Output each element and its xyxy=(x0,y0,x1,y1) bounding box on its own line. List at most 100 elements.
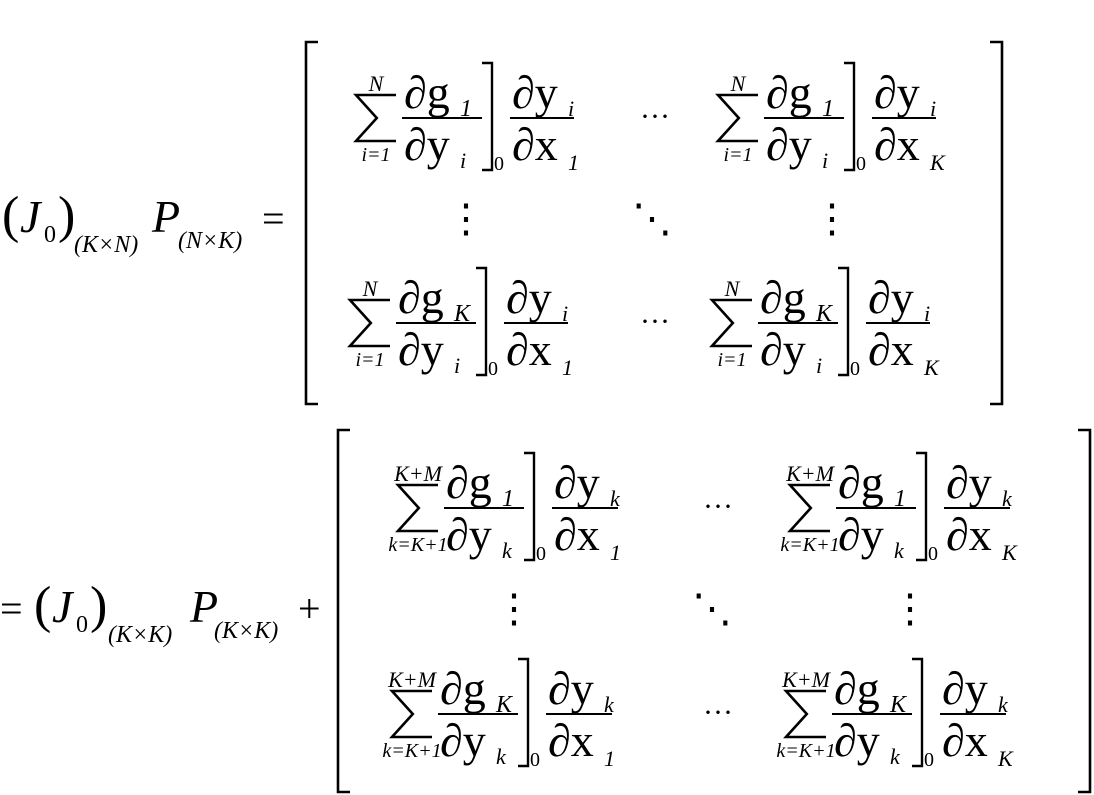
m2-r2c2-num: ∂g xyxy=(834,663,880,714)
m1-r2c2-num-sub: K xyxy=(815,301,834,327)
m1-r1c2-den: ∂y xyxy=(766,119,812,170)
m1-r1c1-rden-sub: 1 xyxy=(568,150,579,175)
m2-r1c2-sum-upper: K+M xyxy=(785,461,836,486)
m1-r1c2-num: ∂g xyxy=(766,67,812,118)
m1-r1c1-rnum-sub: i xyxy=(568,96,574,121)
m1-r2c2-num: ∂g xyxy=(760,272,806,323)
m1-r1c1-num: ∂g xyxy=(404,67,450,118)
m1-r2c1-rnum: ∂y xyxy=(506,272,552,323)
m2-r1c2-rden-sub: K xyxy=(1001,540,1018,565)
m1-r2c2-rden: ∂x xyxy=(868,324,914,375)
m1-vdots-left: ⋮ xyxy=(446,196,486,241)
m2-r1c2-rden: ∂x xyxy=(946,509,992,560)
m2-r2c2-eval-zero: 0 xyxy=(924,749,934,771)
m2-vdots-right: ⋮ xyxy=(890,586,930,631)
m1-r2c2-sum-upper: N xyxy=(724,276,741,301)
m2-r2c1-num: ∂g xyxy=(440,663,486,714)
lhs1-J-sub: 0 xyxy=(44,222,56,248)
lhs2-dim2: (K×K) xyxy=(214,618,278,644)
m1-r1c1-rnum: ∂y xyxy=(512,67,558,118)
m1-r1c1-sigma-icon xyxy=(353,93,396,143)
m2-r1c1-den-sub: k xyxy=(502,538,513,563)
lhs2-J-sub: 0 xyxy=(76,612,88,638)
lhs1-rparen: ) xyxy=(58,187,75,244)
m2-r1c2-rnum-sub: k xyxy=(1002,486,1013,511)
matrix2-right-bracket xyxy=(1078,428,1092,794)
m1-r2c2-den-sub: i xyxy=(816,353,822,378)
m2-r2-hdots: ··· xyxy=(703,696,733,729)
m2-r1c1-eval-zero: 0 xyxy=(536,543,546,565)
m2-r2c2-rden-sub: K xyxy=(997,746,1014,771)
m2-r1c1-rden: ∂x xyxy=(554,509,600,560)
m1-r2c1-num: ∂g xyxy=(398,272,444,323)
m2-r2c1-den: ∂y xyxy=(440,715,486,766)
m1-r1c2-eval-zero: 0 xyxy=(856,153,866,175)
lhs1-dim2: (N×K) xyxy=(178,228,242,254)
m1-r1c1-rden: ∂x xyxy=(512,119,558,170)
m2-r2c2-sigma-icon xyxy=(783,689,826,739)
m2-r1c2-num: ∂g xyxy=(838,457,884,508)
m1-r2c2-sigma-icon xyxy=(709,298,752,348)
m2-r2c1-eval-zero: 0 xyxy=(530,749,540,771)
m1-r1c1-eval-zero: 0 xyxy=(494,153,504,175)
m2-r1c2-bracket xyxy=(916,451,928,562)
m1-r2c1-rden: ∂x xyxy=(506,324,552,375)
matrix1-left-bracket xyxy=(304,40,318,406)
m2-r1c1-sigma-icon xyxy=(395,483,438,533)
m2-r2c2-num-sub: K xyxy=(889,692,908,718)
m2-r1c1-sum-upper: K+M xyxy=(393,461,444,486)
m1-r1c1-num-sub: 1 xyxy=(460,96,472,122)
m2-r1c1-rden-sub: 1 xyxy=(610,540,621,565)
m2-r1c2-den-sub: k xyxy=(894,538,905,563)
m1-r1c2-rnum: ∂y xyxy=(874,67,920,118)
m1-ddots: ⋱ xyxy=(632,196,672,241)
m2-ddots: ⋱ xyxy=(692,586,732,631)
m2-r2c1-rden-sub: 1 xyxy=(604,746,615,771)
m2-vdots-left: ⋮ xyxy=(494,586,534,631)
m2-r1c2-sum-lower: k=K+1 xyxy=(780,534,839,556)
m2-r1c1-num: ∂g xyxy=(446,457,492,508)
m2-r2c1-num-sub: K xyxy=(495,692,514,718)
m1-r1c2-sum-upper: N xyxy=(730,71,747,96)
m2-r2c1-rnum-sub: k xyxy=(604,692,615,717)
m1-r2c1-den: ∂y xyxy=(398,324,444,375)
m2-r2c2-sum-upper: K+M xyxy=(781,667,832,692)
m1-r2c2-bracket xyxy=(838,266,850,377)
lhs2-rparen: ) xyxy=(90,577,107,634)
m1-r1c1-bracket xyxy=(482,61,494,172)
m2-r1c1-rnum-sub: k xyxy=(610,486,621,511)
m1-r2c1-sigma-icon xyxy=(347,298,390,348)
m2-r2c2-sum-lower: k=K+1 xyxy=(776,740,835,762)
lhs2-lparen: ( xyxy=(34,577,51,634)
m1-r2c2-rnum-sub: i xyxy=(924,301,930,326)
m1-r2c2-rden-sub: K xyxy=(923,355,940,380)
m1-r2c1-eval-zero: 0 xyxy=(488,358,498,380)
m2-r2c1-rnum: ∂y xyxy=(548,663,594,714)
m2-r2c1-rden: ∂x xyxy=(548,715,594,766)
m1-r2c1-num-sub: K xyxy=(453,301,472,327)
m2-r1c1-sum-lower: k=K+1 xyxy=(388,534,447,556)
m1-r1c2-rden-sub: K xyxy=(929,150,946,175)
lhs1-P: P xyxy=(151,191,180,242)
m2-r1c2-den: ∂y xyxy=(838,509,884,560)
lhs2-equals: = xyxy=(0,586,23,631)
m2-r2c1-sum-upper: K+M xyxy=(387,667,438,692)
matrix2-left-bracket xyxy=(336,428,350,794)
m2-r1c1-num-sub: 1 xyxy=(502,486,514,512)
m2-r2c2-den: ∂y xyxy=(834,715,880,766)
lhs1-lparen: ( xyxy=(2,187,19,244)
m2-r2c1-sigma-icon xyxy=(389,689,432,739)
m1-r1-hdots: ··· xyxy=(640,100,670,133)
m2-r2c1-sum-lower: k=K+1 xyxy=(382,740,441,762)
m2-r2c2-rnum-sub: k xyxy=(998,692,1009,717)
m2-r1c1-rnum: ∂y xyxy=(554,457,600,508)
m2-r1c2-num-sub: 1 xyxy=(894,486,906,512)
m1-r2c2-sum-lower: i=1 xyxy=(717,349,746,371)
lhs2-plus: + xyxy=(298,586,321,631)
m1-r1c2-num-sub: 1 xyxy=(822,96,834,122)
lhs1-dim1: (K×N) xyxy=(74,232,138,258)
m2-r2c1-bracket xyxy=(518,657,530,768)
m1-r1c1-sum-upper: N xyxy=(368,71,385,96)
m1-r2c1-sum-lower: i=1 xyxy=(355,349,384,371)
